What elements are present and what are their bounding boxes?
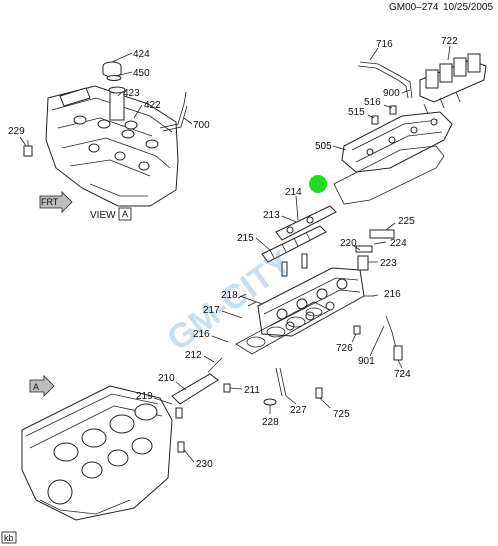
- cylinder-head-218: [257, 267, 365, 337]
- callout-722: 722: [441, 36, 458, 47]
- ignition-coil-bracket-722: [419, 53, 487, 115]
- callout-224: 224: [390, 238, 407, 249]
- pcv-tube-716: [357, 61, 413, 99]
- rocker-arm-set-215: [261, 225, 327, 263]
- valve-cover-505: [341, 111, 453, 173]
- callout-210: 210: [158, 373, 175, 384]
- view-label-text: VIEW: [90, 210, 116, 221]
- bolts-515-516: [371, 105, 397, 125]
- lifter-guide-210: [171, 373, 219, 419]
- callout-725: 725: [333, 409, 350, 420]
- callout-216-left: 216: [193, 329, 210, 340]
- callout-212: 212: [185, 350, 202, 361]
- callout-422: 422: [144, 100, 161, 111]
- callout-726: 726: [336, 343, 353, 354]
- view-label-letter: A: [122, 209, 128, 219]
- view-label-box: [118, 207, 132, 221]
- valve-cover-gasket: [333, 145, 445, 205]
- callout-423: 423: [123, 88, 140, 99]
- callout-230: 230: [196, 459, 213, 470]
- callout-515: 515: [348, 107, 365, 118]
- callout-724: 724: [394, 369, 411, 380]
- callout-228: 228: [262, 417, 279, 428]
- callout-218: 218: [221, 290, 238, 301]
- callout-450: 450: [133, 68, 150, 79]
- callout-424: 424: [133, 49, 150, 60]
- callout-220: 220: [340, 238, 357, 249]
- callout-229: 229: [8, 126, 25, 137]
- callout-505: 505: [315, 141, 332, 152]
- fuel-injector-225: [355, 229, 395, 271]
- pushrod-212: [207, 357, 223, 373]
- bolt-230: [177, 441, 185, 453]
- valves-227-228: [263, 367, 323, 406]
- callouts: 424 450 423 422 700 229 716 722 900 516 …: [8, 36, 458, 470]
- callout-213: 213: [263, 210, 280, 221]
- highlight-dot: [309, 175, 327, 193]
- rocker-arm-support-214: [275, 205, 337, 241]
- callout-716: 716: [376, 39, 393, 50]
- diagram-date: 10/25/2005: [443, 2, 493, 13]
- callout-700: 700: [193, 120, 210, 131]
- bolt-211: [223, 383, 231, 393]
- callout-227: 227: [290, 405, 307, 416]
- callout-214: 214: [285, 187, 302, 198]
- bolt-726: [353, 325, 361, 335]
- head-bolts: [237, 253, 308, 307]
- engine-assembly-view-a: [45, 61, 188, 207]
- head-gasket-217: [235, 301, 331, 355]
- callout-901: 901: [358, 356, 375, 367]
- callout-223: 223: [380, 258, 397, 269]
- callout-516: 516: [364, 97, 381, 108]
- callout-219: 219: [136, 391, 153, 402]
- front-arrow: FRT: [39, 191, 73, 213]
- footer-code: kb: [4, 533, 14, 543]
- callout-215: 215: [237, 233, 254, 244]
- engine-block-assembly: [21, 385, 173, 521]
- callout-217: 217: [203, 305, 220, 316]
- callout-900: 900: [383, 88, 400, 99]
- callout-211: 211: [244, 385, 260, 396]
- callout-216-right: 216: [384, 289, 401, 300]
- bolt-229: [23, 140, 33, 157]
- view-a-marker-letter: A: [33, 382, 39, 392]
- diagram-id: GM00–274: [389, 2, 439, 13]
- footer-box: [1, 531, 17, 544]
- view-a-marker: A: [29, 375, 55, 397]
- sensor-724: [385, 315, 403, 361]
- callout-225: 225: [398, 216, 415, 227]
- front-arrow-text: FRT: [41, 197, 59, 207]
